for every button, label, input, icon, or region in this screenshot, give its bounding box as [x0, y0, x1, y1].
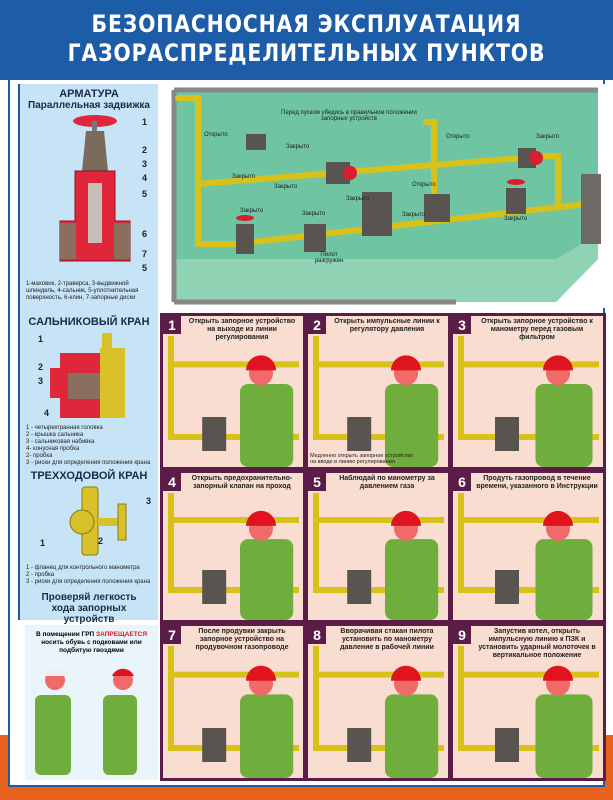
threeway-heading: ТРЕХХОДОВОЙ КРАН [30, 470, 148, 482]
step-panel-5: 5 Наблюдай по манометру за давлением газ… [305, 470, 451, 623]
step-number: 2 [308, 316, 326, 334]
step-number: 9 [453, 626, 471, 644]
part-2: 2 [98, 536, 103, 546]
plug-valve-illustration: 1 2 3 4 [38, 333, 125, 418]
step-number: 6 [453, 473, 471, 491]
valve-state-label: Закрыто [240, 208, 264, 214]
step-number: 7 [163, 626, 181, 644]
part-1: 1 [38, 334, 43, 344]
salnik-heading: САЛЬНИКОВЫЙ КРАН [28, 316, 150, 328]
part-4: 4 [44, 408, 49, 418]
warning-highlight: ЗАПРЕЩАЕТСЯ [96, 631, 148, 638]
poster-title: БЕЗОПАСНОСНАЯ ЭКСПЛУАТАЦИЯ ГАЗОРАСПРЕДЕЛ… [0, 0, 613, 80]
warning-pre: В помещении ГРП [35, 631, 97, 638]
legend-item: 1 - четырехгранная головка [26, 425, 103, 431]
step-instruction: Наблюдай по манометру за давлением газа [339, 475, 435, 490]
step-illustration [168, 336, 299, 467]
valve-state-label: Закрыто [536, 134, 560, 140]
pipeline-scene [166, 84, 606, 308]
part-5b: 5 [142, 263, 147, 273]
step-instruction: Открыть запорное устройство на выходе из… [188, 318, 296, 341]
step-number: 1 [163, 316, 181, 334]
warning-text: В помещении ГРП ЗАПРЕЩАЕТСЯ носить обувь… [25, 625, 158, 661]
step-panel-3: 3 Открыть запорное устройство к манометр… [450, 313, 606, 470]
step-instruction: Продуть газопровод в течение времени, ук… [476, 475, 598, 490]
step-instruction: Запустив котел, открыть импульсную линию… [478, 628, 596, 659]
step-number: 4 [163, 473, 181, 491]
workers-illustration [35, 668, 137, 775]
step-instruction: Вворачивая стакан пилота установить по м… [340, 628, 434, 651]
part-3: 3 [142, 159, 147, 169]
title-line-2: ГАЗОРАСПРЕДЕЛИТЕЛЬНЫХ ПУНКТОВ [67, 39, 546, 67]
step-panel-1: 1 Открыть запорное устройство на выходе … [160, 313, 306, 470]
gate-valve-illustration: 1 2 3 4 5 6 7 5 [59, 115, 147, 273]
part-3: 3 [38, 376, 43, 386]
salnik-legend: 1 - четырехгранная головка 2 - крышка са… [20, 425, 158, 467]
legend-item: 3 - риски для определения положения кран… [26, 460, 151, 466]
check-valves-note: Проверяй легкость хода запорных устройст… [41, 592, 137, 625]
valve-state-label: Закрыто [402, 212, 426, 218]
valve-state-label: Открыто [446, 134, 470, 140]
armatura-subheading: Параллельная задвижка [28, 100, 150, 111]
valve-state-label: Закрыто [346, 196, 370, 202]
part-4: 4 [142, 173, 147, 183]
step-panel-7: 7 После продувки закрыть запорное устрой… [160, 623, 306, 781]
valve-state-label: Закрыто [504, 216, 528, 222]
pilot-label: Пилот разгружен [314, 252, 344, 264]
legend-item: 3 - риски для определения положения кран… [26, 579, 151, 585]
part-1: 1 [40, 538, 45, 548]
step-illustration [458, 646, 599, 778]
step-instruction: Открыть предохранительно-запорный клапан… [191, 475, 293, 490]
part-2: 2 [142, 145, 147, 155]
step-illustration [458, 493, 599, 620]
step-number: 5 [308, 473, 326, 491]
step-panel-4: 4 Открыть предохранительно-запорный клап… [160, 470, 306, 623]
warning-panel: В помещении ГРП ЗАПРЕЩАЕТСЯ носить обувь… [25, 625, 158, 780]
legend-item: 4- конусная пробка [26, 446, 80, 452]
valve-state-label: Закрыто [302, 211, 326, 217]
gate-valve-part-numbers: 1 2 3 4 5 6 7 5 [142, 117, 147, 273]
warning-post: носить обувь с подковами или подбитую гв… [41, 639, 142, 654]
legend-item: 2 - крышка сальника [26, 432, 84, 438]
step-instruction: Открыть импульсные линии к регулятору да… [334, 318, 440, 333]
step-illustration [313, 493, 444, 620]
part-7: 7 [142, 249, 147, 259]
legend-item: 2- пробка [26, 453, 53, 459]
valve-state-label: Открыто [204, 132, 228, 138]
valve-state-label: Закрыто [286, 144, 310, 150]
step-panel-8: 8 Вворачивая стакан пилота установить по… [305, 623, 451, 781]
diagram-note: Перед пуском убедись в правильном положе… [281, 110, 417, 122]
step-number: 3 [453, 316, 471, 334]
step-illustration [458, 336, 599, 467]
step-illustration [313, 646, 444, 778]
grp-pipeline-diagram: Перед пуском убедись в правильном положе… [166, 84, 606, 308]
step-illustration [313, 336, 444, 467]
threeway-legend: 1 - фланец для контрольного манометра 2 … [20, 565, 158, 586]
three-way-valve-illustration: 1 2 3 [40, 486, 151, 556]
armatura-caption: 1-маховик, 2-траверса, 3-выдвижной шпинд… [26, 281, 139, 301]
step-number: 8 [308, 626, 326, 644]
part-2: 2 [38, 362, 43, 372]
part-3: 3 [146, 496, 151, 506]
left-column-valves: АРМАТУРА Параллельная задвижка 1 2 3 4 5… [18, 84, 158, 625]
armatura-heading: АРМАТУРА [59, 88, 119, 100]
legend-item: 2 - пробка [26, 572, 55, 578]
step-note: Медленно открыть запорное устройство на … [310, 453, 414, 465]
step-instruction: После продувки закрыть запорное устройст… [195, 628, 289, 651]
valve-state-label: Открыто [412, 182, 436, 188]
step-panel-6: 6 Продуть газопровод в течение времени, … [450, 470, 606, 623]
legend-item: 3 - сальниковая набивка [26, 439, 95, 445]
part-1: 1 [142, 117, 147, 127]
step-illustration [168, 493, 299, 620]
valve-state-label: Закрыто [232, 174, 256, 180]
part-6: 6 [142, 229, 147, 239]
title-line-1: БЕЗОПАСНОСНАЯ ЭКСПЛУАТАЦИЯ [91, 10, 522, 38]
step-illustration [168, 646, 299, 778]
legend-item: 1 - фланец для контрольного манометра [26, 565, 140, 571]
step-panel-2: 2 Открыть импульсные линии к регулятору … [305, 313, 451, 470]
step-panel-9: 9 Запустив котел, открыть импульсную лин… [450, 623, 606, 781]
part-5: 5 [142, 189, 147, 199]
valve-state-label: Закрыто [274, 184, 298, 190]
step-instruction: Открыть запорное устройство к манометру … [481, 318, 593, 341]
